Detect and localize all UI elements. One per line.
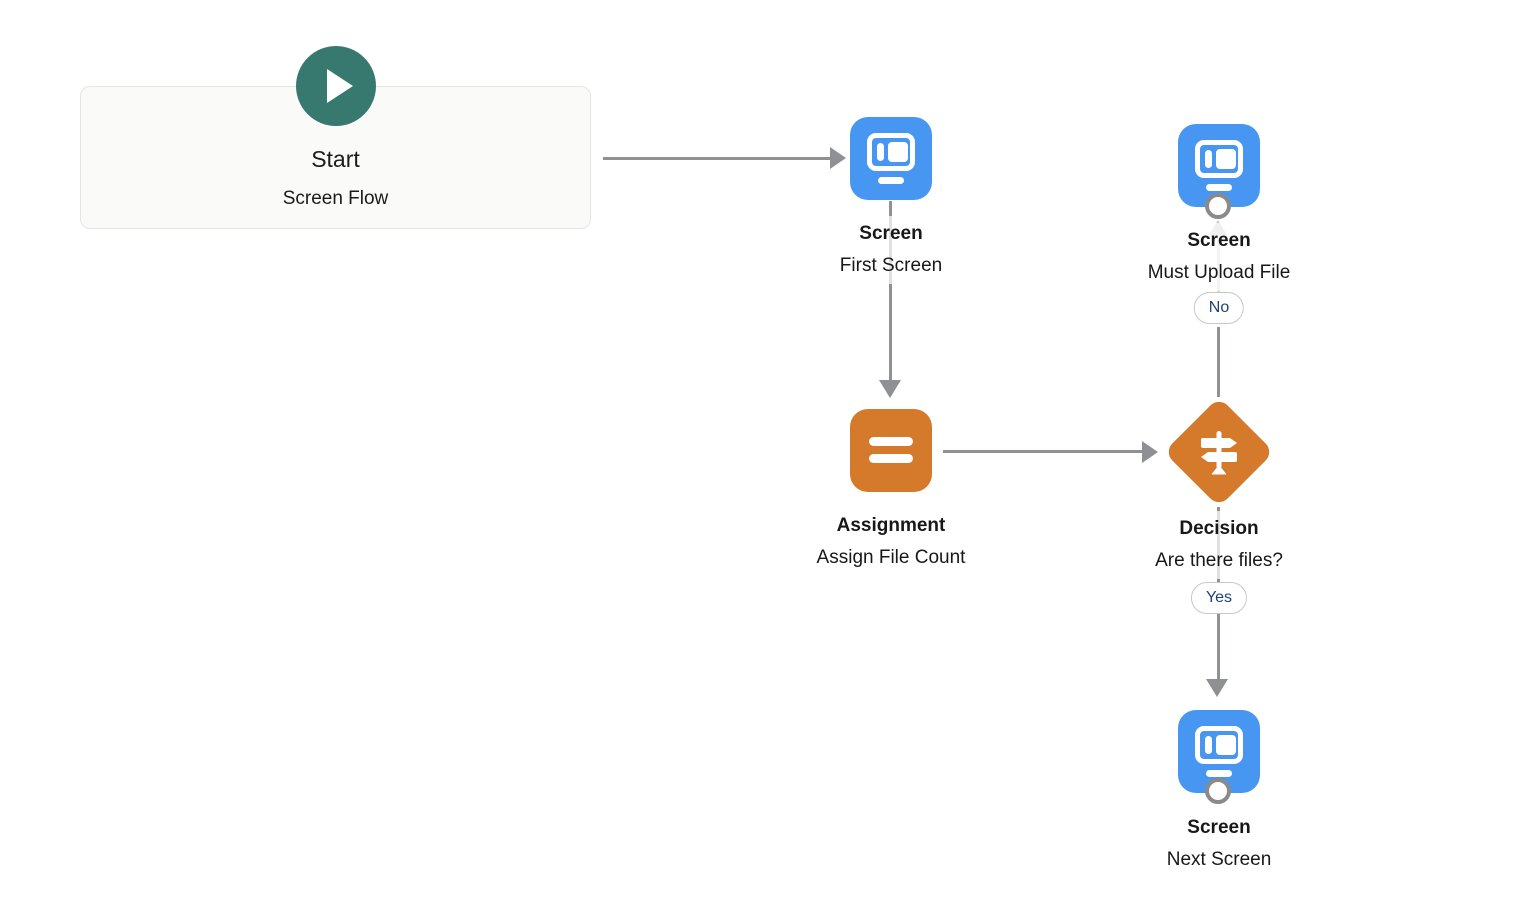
monitor-icon-part [877, 143, 884, 161]
node-label-next-screen: Screen Next Screen [1156, 810, 1282, 878]
arrowhead-right-icon [1142, 441, 1158, 463]
monitor-icon-part [1206, 184, 1232, 191]
element-type-label: Screen [859, 223, 923, 244]
monitor-icon-part [1205, 736, 1212, 754]
element-type-label: Screen [1187, 230, 1251, 251]
connector-assignment-to-decision [943, 450, 1142, 453]
monitor-icon-part [878, 177, 904, 184]
start-node-subtitle: Screen Flow [282, 188, 389, 209]
screen-element-node-first-screen[interactable] [850, 117, 932, 200]
screen-monitor-icon [867, 133, 915, 171]
element-name-label: Are there files? [1155, 550, 1283, 571]
connector-target-circle[interactable] [1205, 193, 1231, 219]
assignment-equals-icon [869, 437, 913, 446]
connector-target-circle[interactable] [1205, 778, 1231, 804]
play-icon [327, 69, 353, 103]
screen-monitor-icon [1195, 726, 1243, 764]
monitor-icon-part [1205, 150, 1212, 168]
arrowhead-right-icon [830, 147, 846, 169]
assignment-element-node[interactable] [850, 409, 932, 492]
node-label-decision: Decision Are there files? [1145, 511, 1293, 579]
arrowhead-down-icon [879, 380, 901, 398]
arrowhead-down-icon [1206, 679, 1228, 697]
screen-monitor-icon [1195, 140, 1243, 178]
element-name-label: Assign File Count [816, 547, 966, 568]
decision-element-node[interactable] [1163, 396, 1275, 508]
start-node-title: Start [311, 146, 360, 172]
monitor-icon-part [888, 142, 908, 162]
connector-start-to-first-screen [603, 157, 830, 160]
connector-decision-no-branch [1217, 327, 1220, 397]
monitor-icon-part [1206, 770, 1232, 777]
assignment-equals-icon-part [869, 454, 913, 463]
monitor-icon-part [1216, 149, 1236, 169]
start-play-button[interactable] [296, 46, 376, 126]
node-label-must-upload-file: Screen Must Upload File [1137, 223, 1301, 291]
element-name-label: First Screen [839, 255, 943, 276]
element-name-label: Next Screen [1166, 849, 1272, 870]
decision-signpost-icon [1195, 428, 1243, 476]
element-type-label: Screen [1187, 817, 1251, 838]
monitor-icon-part [1216, 735, 1236, 755]
element-type-label: Decision [1179, 518, 1259, 539]
node-label-assignment: Assignment Assign File Count [806, 508, 976, 576]
node-label-first-screen: Screen First Screen [829, 216, 953, 284]
start-node-card[interactable]: Start Screen Flow [80, 46, 591, 229]
connector-first-screen-to-assignment [889, 201, 892, 382]
yes-branch-badge[interactable]: Yes [1190, 582, 1248, 614]
element-name-label: Must Upload File [1147, 262, 1291, 283]
no-branch-badge[interactable]: No [1193, 292, 1245, 324]
element-type-label: Assignment [836, 515, 946, 536]
connector-yes-to-next-screen [1217, 614, 1220, 680]
